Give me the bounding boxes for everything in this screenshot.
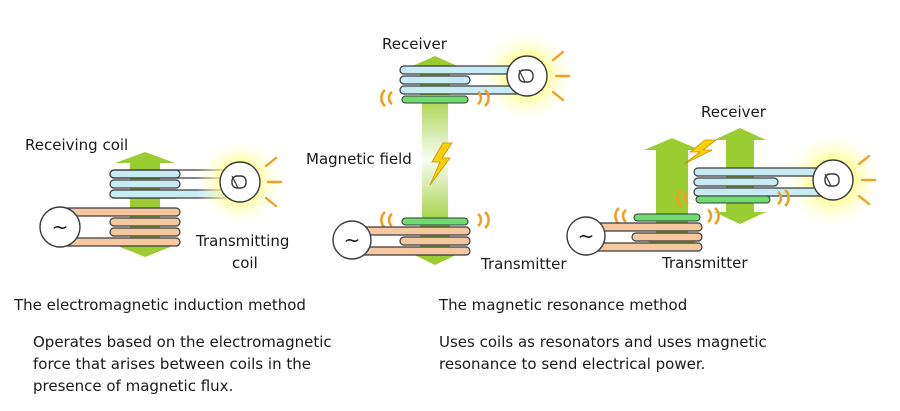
induction-description-line1: Operates based on the electromagnetic (33, 333, 332, 351)
transmitting-coil-label-line1: Transmitting (196, 232, 290, 250)
ac-source-symbol: ~ (52, 215, 69, 239)
ac-source-symbol: ~ (578, 224, 595, 248)
resonance-waves-icon (380, 89, 490, 107)
resonance-description-line2: resonance to send electrical power. (439, 355, 706, 373)
receiver-coil-offset (693, 167, 827, 197)
resonator-top (401, 95, 469, 104)
receiver-label-top: Receiver (382, 35, 447, 53)
induction-description-line2: force that arises between coils in the (33, 355, 311, 373)
light-bulb-icon (506, 55, 548, 97)
light-rays-icon (264, 156, 283, 208)
resonator-transmitter (633, 213, 701, 222)
light-bulb-icon (219, 161, 261, 203)
receiver-label-right: Receiver (701, 103, 766, 121)
resonance-diagram-offset: ~ (566, 128, 883, 256)
resonance-diagram-separated: ~ (332, 28, 575, 265)
transmitter-label-right: Transmitter (662, 254, 748, 272)
resonator-bottom (401, 217, 469, 226)
ac-source-icon: ~ (39, 206, 81, 248)
receiving-coil-label: Receiving coil (25, 136, 129, 154)
receiver-coil-top (399, 65, 521, 95)
resonance-description-line1: Uses coils as resonators and uses magnet… (439, 333, 767, 351)
ac-source-symbol: ~ (344, 228, 361, 252)
lightning-icon (683, 139, 718, 165)
resonance-waves-icon (676, 189, 790, 207)
resonance-method-title: The magnetic resonance method (439, 296, 688, 314)
magnetic-field-label: Magnetic field (306, 150, 412, 168)
ac-source-icon: ~ (332, 220, 372, 260)
lightning-icon (429, 142, 453, 186)
transmitting-coil (57, 207, 181, 247)
transmitting-coil-label-line2: coil (232, 254, 258, 272)
ac-source-icon: ~ (566, 216, 606, 256)
light-rays-icon (551, 50, 571, 102)
induction-diagram: ~ (39, 137, 285, 257)
induction-method-title: The electromagnetic induction method (14, 296, 306, 314)
light-bulb-icon (812, 159, 854, 201)
induction-description-line3: presence of magnetic flux. (33, 377, 234, 395)
light-rays-icon (857, 154, 877, 206)
transmitter-label-middle: Transmitter (481, 255, 567, 273)
resonator-receiver (695, 195, 771, 204)
transmitter-coil (351, 226, 471, 256)
